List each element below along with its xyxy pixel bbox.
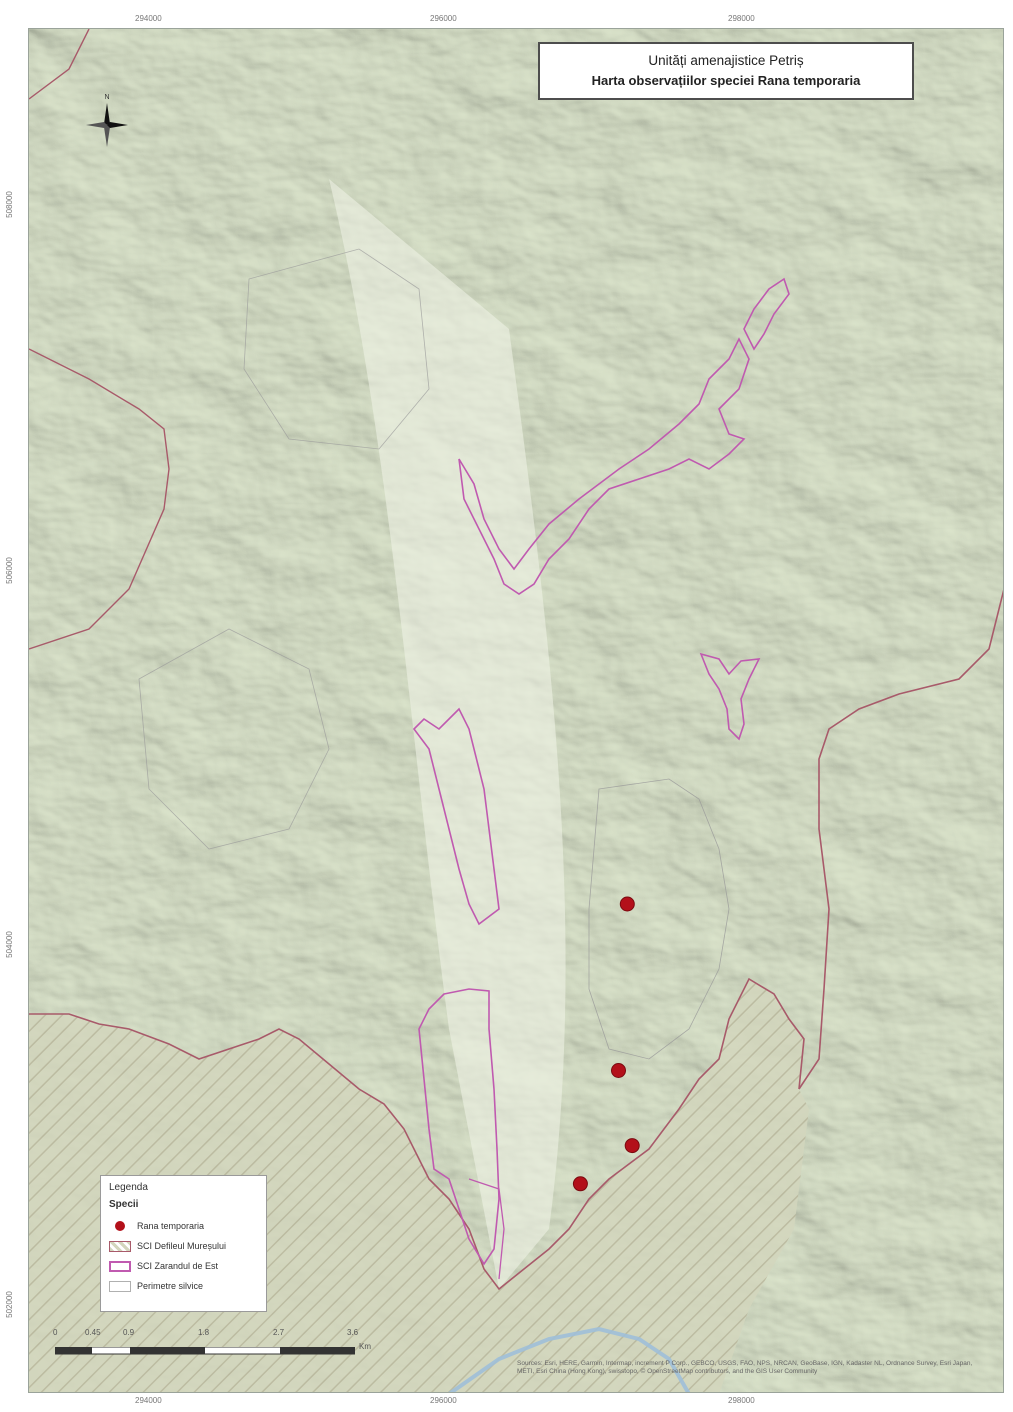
map-canvas[interactable]: N <box>28 28 1004 1393</box>
sci-nw-boundary <box>29 29 90 100</box>
sci-zarand-zone-ne <box>743 277 790 351</box>
map-title: Unități amenajistice Petriș <box>648 53 804 68</box>
grid-tick-left-2: 506000 <box>4 557 14 584</box>
sci-east-boundary <box>798 589 1003 1090</box>
legend-title: Legenda <box>109 1182 148 1193</box>
observation-layer <box>572 896 640 1192</box>
observation-point-2[interactable] <box>611 1063 626 1078</box>
map-title-box: Unități amenajistice Petriș Harta observ… <box>538 42 914 100</box>
legend-item-perimeter: Perimetre silvice <box>109 1276 258 1296</box>
hatched-area-icon <box>109 1240 131 1252</box>
forest-perimeter-3 <box>243 248 430 450</box>
scale-bar-graphic <box>54 1346 356 1355</box>
legend-item-label: SCI Defileul Mureșului <box>137 1241 227 1251</box>
grid-tick-top-1: 294000 <box>135 14 162 23</box>
sci-zarand-zone-south-east <box>468 1178 505 1280</box>
map-drawing <box>29 29 1003 1392</box>
grey-outline-icon <box>109 1280 131 1292</box>
grid-tick-left-4: 502000 <box>4 1291 14 1318</box>
grid-tick-bottom-1: 294000 <box>135 1396 162 1405</box>
grid-tick-left-1: 508000 <box>4 191 14 218</box>
sci-zarand-zone-center <box>412 707 500 926</box>
north-label: N <box>104 94 109 101</box>
grid-tick-left-3: 504000 <box>4 931 14 958</box>
river <box>448 1326 691 1392</box>
observation-point-4[interactable] <box>572 1176 588 1192</box>
sci-defileul-boundary <box>29 977 805 1291</box>
observation-point-1[interactable] <box>619 896 635 912</box>
scale-bar: 0 0.45 0.9 1.8 2.7 3.6 Km <box>53 1328 371 1360</box>
forest-perimeter-2 <box>138 628 330 850</box>
grid-tick-top-3: 298000 <box>728 14 755 23</box>
scale-unit: Km <box>359 1342 371 1351</box>
grid-tick-top-2: 296000 <box>430 14 457 23</box>
scale-label-5: 3.6 <box>347 1328 359 1337</box>
grid-tick-bottom-2: 296000 <box>430 1396 457 1405</box>
map-subtitle: Harta observațiilor speciei Rana tempora… <box>591 73 861 88</box>
valley-area <box>329 179 566 1289</box>
scale-label-3: 1.8 <box>198 1328 210 1337</box>
grid-tick-bottom-3: 298000 <box>728 1396 755 1405</box>
legend-item-label: Rana temporaria <box>137 1221 205 1231</box>
legend-item-sci-zarand: SCI Zarandul de Est <box>109 1256 258 1276</box>
map-legend: Legenda Specii Rana temporaria SCI Defil… <box>100 1175 267 1312</box>
observation-point-3[interactable] <box>624 1138 640 1154</box>
red-dot-icon <box>109 1221 131 1232</box>
scale-label-4: 2.7 <box>273 1328 285 1337</box>
legend-section-title: Specii <box>109 1199 139 1210</box>
sci-zarand-zone-east <box>699 652 761 741</box>
scale-label-0: 0 <box>53 1328 58 1337</box>
legend-item-label: SCI Zarandul de Est <box>137 1261 219 1271</box>
magenta-outline-icon <box>109 1260 131 1272</box>
map-attribution: Sources: Esri, HERE, Garmin, Intermap, i… <box>517 1360 973 1375</box>
sci-zarand-zone-north <box>458 337 750 595</box>
sci-zarand-zone-south <box>418 988 500 1266</box>
legend-item-rana: Rana temporaria <box>109 1216 258 1236</box>
sci-west-boundary <box>29 348 170 650</box>
scale-label-1: 0.45 <box>85 1328 101 1337</box>
forest-perimeter-1 <box>588 778 730 1060</box>
north-arrow-icon: N <box>86 94 128 147</box>
scale-label-2: 0.9 <box>123 1328 135 1337</box>
legend-item-sci-defileul: SCI Defileul Mureșului <box>109 1236 258 1256</box>
legend-item-label: Perimetre silvice <box>137 1281 204 1291</box>
